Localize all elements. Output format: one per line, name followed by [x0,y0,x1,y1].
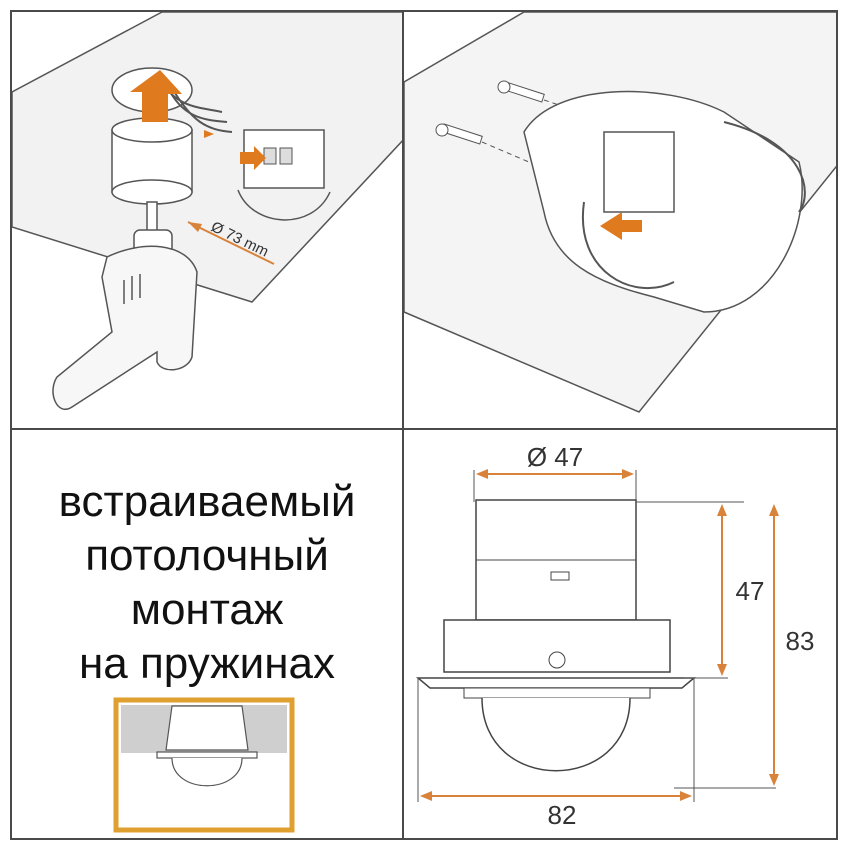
dimension-arrowhead [769,774,779,786]
drill-shaft [146,201,158,235]
caption-line-2: потолочный [85,531,329,580]
ceiling-section [121,705,287,753]
thumbnail-flange [156,751,258,759]
wire [171,87,233,133]
left-arrow-icon [600,212,642,240]
dimension-arrowhead [188,222,202,232]
dimension-arrowhead [769,504,779,516]
spring-clip [581,201,675,290]
caption-line-1: встраиваемый [58,477,356,526]
body-slot [550,571,570,581]
dimension-arrowhead [717,504,727,516]
ring-screw [548,651,566,669]
dimension-arrowhead [622,469,634,479]
top-diameter-label: Ø 47 [527,442,583,472]
drill-panel: Ø 73 mm [10,10,404,430]
dimension-arrowhead [420,791,432,801]
dimension-drawing: Ø 47 47 83 [415,442,815,830]
thumbnail-frame [113,697,295,833]
detector-housing [237,189,331,221]
mounting-plate [603,131,675,213]
flange [415,677,697,689]
dome-rim [463,687,651,699]
dimension-arrowhead [717,664,727,676]
thumbnail-housing [165,705,249,751]
ceiling-plane [12,12,402,303]
screw-icon [435,123,483,145]
body-height-label: 47 [736,576,765,606]
caption-panel: встраиваемый потолочный монтаж на пружин… [10,428,404,840]
hole-size-dimension-line [187,221,275,265]
drill-illustration: Ø 73 mm [12,12,402,410]
hole-saw-bottom [111,179,193,205]
flange-width-label: 82 [548,800,577,830]
mounting-panel [402,10,838,430]
dome [481,697,631,772]
small-arrow-icon [204,130,214,138]
insert-arrow-icon [240,146,266,170]
dimensions-panel: Ø 47 47 83 [402,428,838,840]
screw-icon [497,80,545,103]
caption-line-4: на пружинах [78,639,336,688]
total-height-label: 83 [786,626,815,656]
thumbnail-dome [171,757,243,787]
caption-line-3: монтаж [130,585,284,634]
terminal [263,147,277,165]
terminal [279,147,293,165]
drill-body [52,245,198,410]
dimension-arrowhead [476,469,488,479]
up-arrow-icon [130,70,182,122]
spring-clip [723,121,806,213]
mounting-illustration [404,12,836,413]
dimension-arrowhead [680,791,692,801]
